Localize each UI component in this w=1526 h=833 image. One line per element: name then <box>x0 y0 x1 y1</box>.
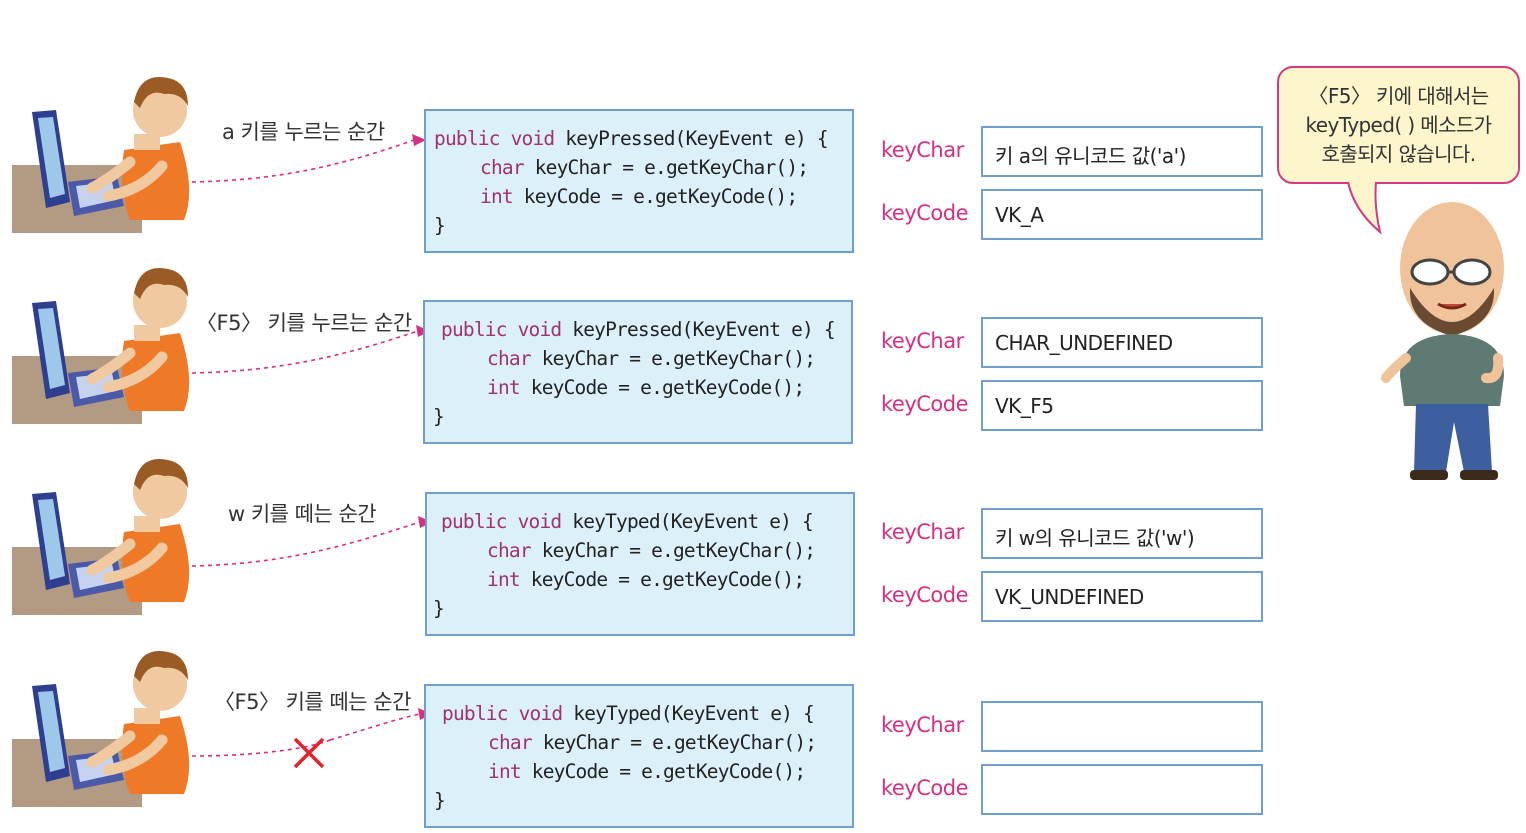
code-block: public void keyPressed(KeyEvent e) { cha… <box>424 109 854 253</box>
code-keyword: int <box>488 760 522 783</box>
code-keyword: char <box>480 156 525 179</box>
code-text: keyCode = e.getKeyCode(); <box>520 760 806 783</box>
keychar-label: keyChar <box>881 138 964 162</box>
code-keyword: public void <box>441 510 562 533</box>
dashed-arrow <box>191 516 432 567</box>
keycode-value-box: VK_UNDEFINED <box>981 571 1263 622</box>
code-block: public void keyTyped(KeyEvent e) { char … <box>424 684 854 828</box>
code-text: } <box>434 789 446 812</box>
typing-person-illustration <box>12 644 202 814</box>
code-text: keyCode = e.getKeyCode(); <box>519 568 805 591</box>
keychar-value-box <box>981 701 1263 752</box>
keychar-value-box: 키 w의 유니코드 값('w') <box>981 508 1263 559</box>
code-keyword: char <box>488 731 533 754</box>
code-keyword: public void <box>442 702 563 725</box>
event-caption: 〈F5〉 키를 누르는 순간 <box>196 311 412 335</box>
code-text: keyCode = e.getKeyCode(); <box>512 185 798 208</box>
keycode-label: keyCode <box>881 392 969 416</box>
code-keyword: char <box>487 539 532 562</box>
code-text: keyTyped(KeyEvent e) { <box>561 510 813 533</box>
code-keyword: char <box>487 347 532 370</box>
keycode-value-box: VK_A <box>981 189 1263 240</box>
code-keyword: public void <box>441 318 562 341</box>
code-text: keyChar = e.getKeyChar(); <box>531 731 817 754</box>
bubble-line: 호출되지 않습니다. <box>1321 142 1477 166</box>
typing-person-illustration <box>12 261 202 431</box>
code-text: keyChar = e.getKeyChar(); <box>530 539 816 562</box>
event-caption: 〈F5〉 키를 떼는 순간 <box>214 690 411 714</box>
keychar-value-box: 키 a의 유니코드 값('a') <box>981 126 1263 177</box>
speech-bubble: 〈F5〉 키에 대해서는 keyTyped( ) 메소드가 호출되지 않습니다. <box>1277 66 1520 184</box>
blocked-cross-icon <box>293 737 325 769</box>
code-keyword: int <box>487 376 521 399</box>
code-keyword: public void <box>434 127 555 150</box>
dashed-arrow <box>191 325 430 374</box>
code-text: keyCode = e.getKeyCode(); <box>519 376 805 399</box>
code-text: keyChar = e.getKeyChar(); <box>530 347 816 370</box>
code-text: keyTyped(KeyEvent e) { <box>562 702 814 725</box>
keycode-label: keyCode <box>881 776 969 800</box>
keycode-label: keyCode <box>881 583 969 607</box>
keychar-label: keyChar <box>881 520 964 544</box>
speech-bubble-tail <box>1347 170 1382 235</box>
keychar-label: keyChar <box>881 713 964 737</box>
keychar-value-box: CHAR_UNDEFINED <box>981 317 1263 368</box>
event-row-f5-released: 〈F5〉 키를 떼는 순간 public void keyTyped(KeyEv… <box>0 644 1300 828</box>
code-keyword: int <box>487 568 521 591</box>
event-caption: w 키를 떼는 순간 <box>228 502 377 526</box>
code-text: } <box>433 597 445 620</box>
code-text: keyPressed(KeyEvent e) { <box>561 318 835 341</box>
code-block: public void keyTyped(KeyEvent e) { char … <box>425 492 855 636</box>
event-row-w-released: w 키를 떼는 순간 public void keyTyped(KeyEvent… <box>0 452 1300 636</box>
keycode-value-box: VK_F5 <box>981 380 1263 431</box>
event-row-a-pressed: a 키를 누르는 순간 public void keyPressed(KeyEv… <box>0 70 1300 253</box>
event-row-f5-pressed: 〈F5〉 키를 누르는 순간 public void keyPressed(Ke… <box>0 261 1300 444</box>
keycode-value-box <box>981 764 1263 815</box>
event-caption: a 키를 누르는 순간 <box>222 120 385 144</box>
bubble-line: 〈F5〉 키에 대해서는 <box>1308 84 1489 108</box>
keychar-label: keyChar <box>881 329 964 353</box>
dashed-arrow <box>191 708 432 757</box>
code-text: keyChar = e.getKeyChar(); <box>523 156 809 179</box>
typing-person-illustration <box>12 70 202 240</box>
code-text: } <box>433 405 445 428</box>
keycode-label: keyCode <box>881 201 969 225</box>
dashed-arrow <box>191 134 426 183</box>
code-text: } <box>434 214 446 237</box>
presenter-illustration <box>1380 196 1526 486</box>
code-block: public void keyPressed(KeyEvent e) { cha… <box>423 300 853 444</box>
typing-person-illustration <box>12 452 202 622</box>
code-keyword: int <box>480 185 514 208</box>
bubble-line: keyTyped( ) 메소드가 <box>1305 113 1493 137</box>
code-text: keyPressed(KeyEvent e) { <box>554 127 828 150</box>
